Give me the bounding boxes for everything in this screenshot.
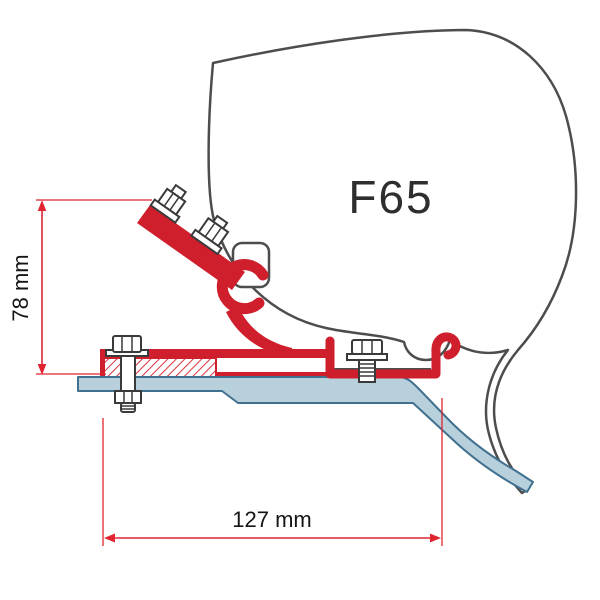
bracket-channel-endcap	[100, 349, 105, 380]
width-dimension-label: 127 mm	[232, 507, 311, 532]
width-arrow-right	[430, 533, 441, 543]
plate-bolt-tip-threads	[121, 405, 135, 410]
arm-bolt-upper	[149, 183, 188, 224]
clamp-bolt-head-facets	[361, 341, 373, 353]
plate-bolt-tip	[120, 402, 136, 413]
arm-bolt-lower	[189, 214, 230, 256]
arm-bolt-upper-facets	[164, 193, 180, 210]
height-dimension-label: 78 mm	[8, 254, 33, 321]
bracket-hook	[216, 259, 269, 315]
arm-bolt-lower-washer	[189, 228, 223, 256]
base-plate	[77, 376, 534, 493]
height-arrow-top	[37, 200, 47, 211]
clamp-bolt-threads	[359, 363, 375, 377]
plate-bolt	[105, 335, 149, 413]
bracket-clamp	[325, 332, 461, 379]
height-dimension	[36, 199, 152, 375]
plate-bolt-head-facets	[121, 337, 133, 351]
bracket-arm	[137, 205, 245, 290]
product-label: F65	[348, 171, 433, 223]
bracket-channel-flange	[104, 349, 330, 358]
clamp-bolt-head	[351, 339, 383, 355]
plate-bolt-head	[112, 335, 142, 353]
awning-profile-group: F65	[207, 28, 578, 495]
width-arrow-left	[104, 533, 115, 543]
plate-bolt-nut	[114, 390, 142, 404]
plate-bolt-nut-facets	[123, 392, 133, 402]
bracket-web	[226, 306, 292, 358]
bracket-channel-lip	[216, 372, 330, 379]
width-dimension	[102, 398, 443, 546]
arm-bolt-lower-facets	[205, 223, 222, 241]
arm-bolt-upper-washer	[149, 198, 181, 224]
height-arrow-bottom	[37, 364, 47, 375]
clamp-bolt	[346, 339, 388, 383]
